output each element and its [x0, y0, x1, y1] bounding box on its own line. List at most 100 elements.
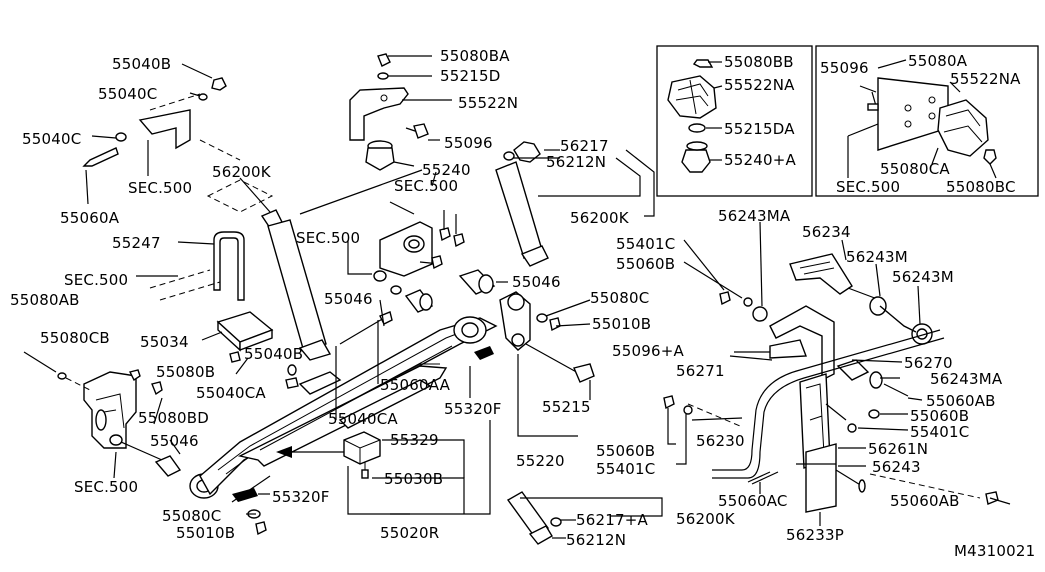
label-55320F-left: 55320F: [272, 488, 330, 506]
label-sec500-a: SEC.500: [128, 179, 192, 197]
label-55060A: 55060A: [60, 209, 120, 227]
label-55060B-right: 55060B: [910, 407, 969, 425]
label-55215DA: 55215DA: [724, 120, 795, 138]
label-56230: 56230: [696, 432, 745, 450]
inset-box-mount-b: [815, 45, 1039, 197]
leader-55220: [517, 354, 578, 437]
label-55080AB: 55080AB: [10, 291, 80, 309]
label-56200K-mid: 56200K: [570, 209, 630, 227]
label-56233P: 56233P: [786, 526, 844, 544]
shock-absorber-right: [495, 141, 655, 267]
bump-stop-pad: [343, 431, 381, 479]
leader-56243MA-top: [759, 221, 763, 307]
label-55080BD: 55080BD: [138, 409, 209, 427]
top-mount-55522N: [349, 53, 452, 171]
leader-55401C-r: [857, 427, 909, 431]
leader-55060B-l: [667, 408, 676, 445]
label-56200K-low: 56200K: [676, 510, 736, 528]
inset-b-parts: [847, 59, 997, 179]
plate-outline: [206, 179, 274, 213]
label-55040B-mid: 55040B: [244, 345, 303, 363]
label-55034: 55034: [140, 333, 189, 351]
label-55240: 55240: [422, 161, 471, 179]
label-diagram-code: M4310021: [954, 542, 1035, 560]
label-55401C-right: 55401C: [910, 423, 969, 441]
label-56212N: 56212N: [546, 153, 606, 171]
label-55096A: 55096+A: [612, 342, 684, 360]
leader-56270: [851, 359, 903, 363]
shock-absorber-left: [239, 177, 332, 361]
leader-55046-left-mid: [379, 299, 385, 327]
stabilizer-assembly: [687, 253, 1011, 526]
label-56212N-low: 56212N: [566, 531, 626, 549]
label-55329: 55329: [390, 431, 439, 449]
label-55040B: 55040B: [112, 55, 171, 73]
inset-box-mount-a: [656, 45, 813, 197]
spring-hanger-left: [23, 351, 163, 449]
leader-56234: [841, 239, 847, 261]
label-55060AC: 55060AC: [718, 492, 788, 510]
nut-ubolt-b: [285, 377, 299, 389]
shackle-55220: [499, 291, 595, 383]
front-direction-arrow: [276, 446, 345, 458]
label-55046-left: 55046: [150, 432, 199, 450]
label-55080BB: 55080BB: [724, 53, 794, 71]
leader-56230: [691, 417, 743, 421]
label-55010B-right: 55010B: [592, 315, 651, 333]
label-55040C-left: 55040C: [22, 130, 81, 148]
label-55080CB: 55080CB: [40, 329, 110, 347]
part-labels: 55040B 55040C 55040C 55060A SEC.500 5620…: [10, 47, 1035, 560]
label-56271: 56271: [676, 362, 725, 380]
leader-55030B-low: [231, 475, 271, 503]
label-sec500-d: SEC.500: [296, 229, 360, 247]
leader-55401C-l: [676, 414, 687, 465]
shackle-bracket: [379, 201, 465, 277]
label-sec500-e: SEC.500: [394, 177, 458, 195]
label-55080C-right: 55080C: [590, 289, 649, 307]
leader-55329: [382, 439, 465, 478]
leaf-spring-assembly: [199, 316, 498, 496]
label-56243: 56243: [872, 458, 921, 476]
nut-ubolt-a: [229, 351, 241, 363]
label-55040C-top: 55040C: [98, 85, 157, 103]
label-55320F-right: 55320F: [444, 400, 502, 418]
label-55522NA-b: 55522NA: [950, 70, 1021, 88]
leader-55060AB-mid: [907, 397, 923, 401]
leader-sec500-d: [431, 171, 437, 187]
label-55040CA-low: 55040CA: [328, 410, 398, 428]
bracket-upper-left: [82, 63, 241, 205]
label-55020R: 55020R: [380, 524, 439, 542]
label-55030B: 55030B: [384, 470, 443, 488]
leader-55060B-top: [683, 261, 743, 299]
label-55220: 55220: [516, 452, 565, 470]
label-55046-mid: 55046: [324, 290, 373, 308]
label-55080BC: 55080BC: [946, 178, 1016, 196]
spring-seat: [201, 311, 274, 352]
leader-sec500-left: [113, 451, 117, 479]
label-56217: 56217: [560, 137, 609, 155]
label-56261N: 56261N: [868, 440, 928, 458]
label-56200K-left: 56200K: [212, 163, 272, 181]
label-56243M-b: 56243M: [892, 268, 954, 286]
label-55401C-left: 55401C: [596, 460, 655, 478]
leader-sec500-c: [347, 240, 372, 275]
leader-56271: [729, 355, 773, 361]
leader-55040CA-mid: [235, 357, 249, 375]
leader-55401C-top: [683, 239, 725, 291]
label-55060AB-low: 55060AB: [890, 492, 960, 510]
label-55215: 55215: [542, 398, 591, 416]
label-55080BA: 55080BA: [440, 47, 510, 65]
label-56243M-a: 56243M: [846, 248, 908, 266]
label-sec500-b: SEC.500: [64, 271, 128, 289]
label-55060AB-mid: 55060AB: [926, 392, 996, 410]
shim-plate-lower: [232, 488, 258, 502]
label-56243MA-top: 56243MA: [718, 207, 791, 225]
label-55046-right: 55046: [512, 273, 561, 291]
label-55080CA: 55080CA: [880, 160, 950, 178]
label-55096: 55096: [444, 134, 493, 152]
washer-ubolt: [287, 364, 297, 376]
label-55522N: 55522N: [458, 94, 518, 112]
label-55080C-low: 55080C: [162, 507, 221, 525]
label-56243MA-low: 56243MA: [930, 370, 1003, 388]
